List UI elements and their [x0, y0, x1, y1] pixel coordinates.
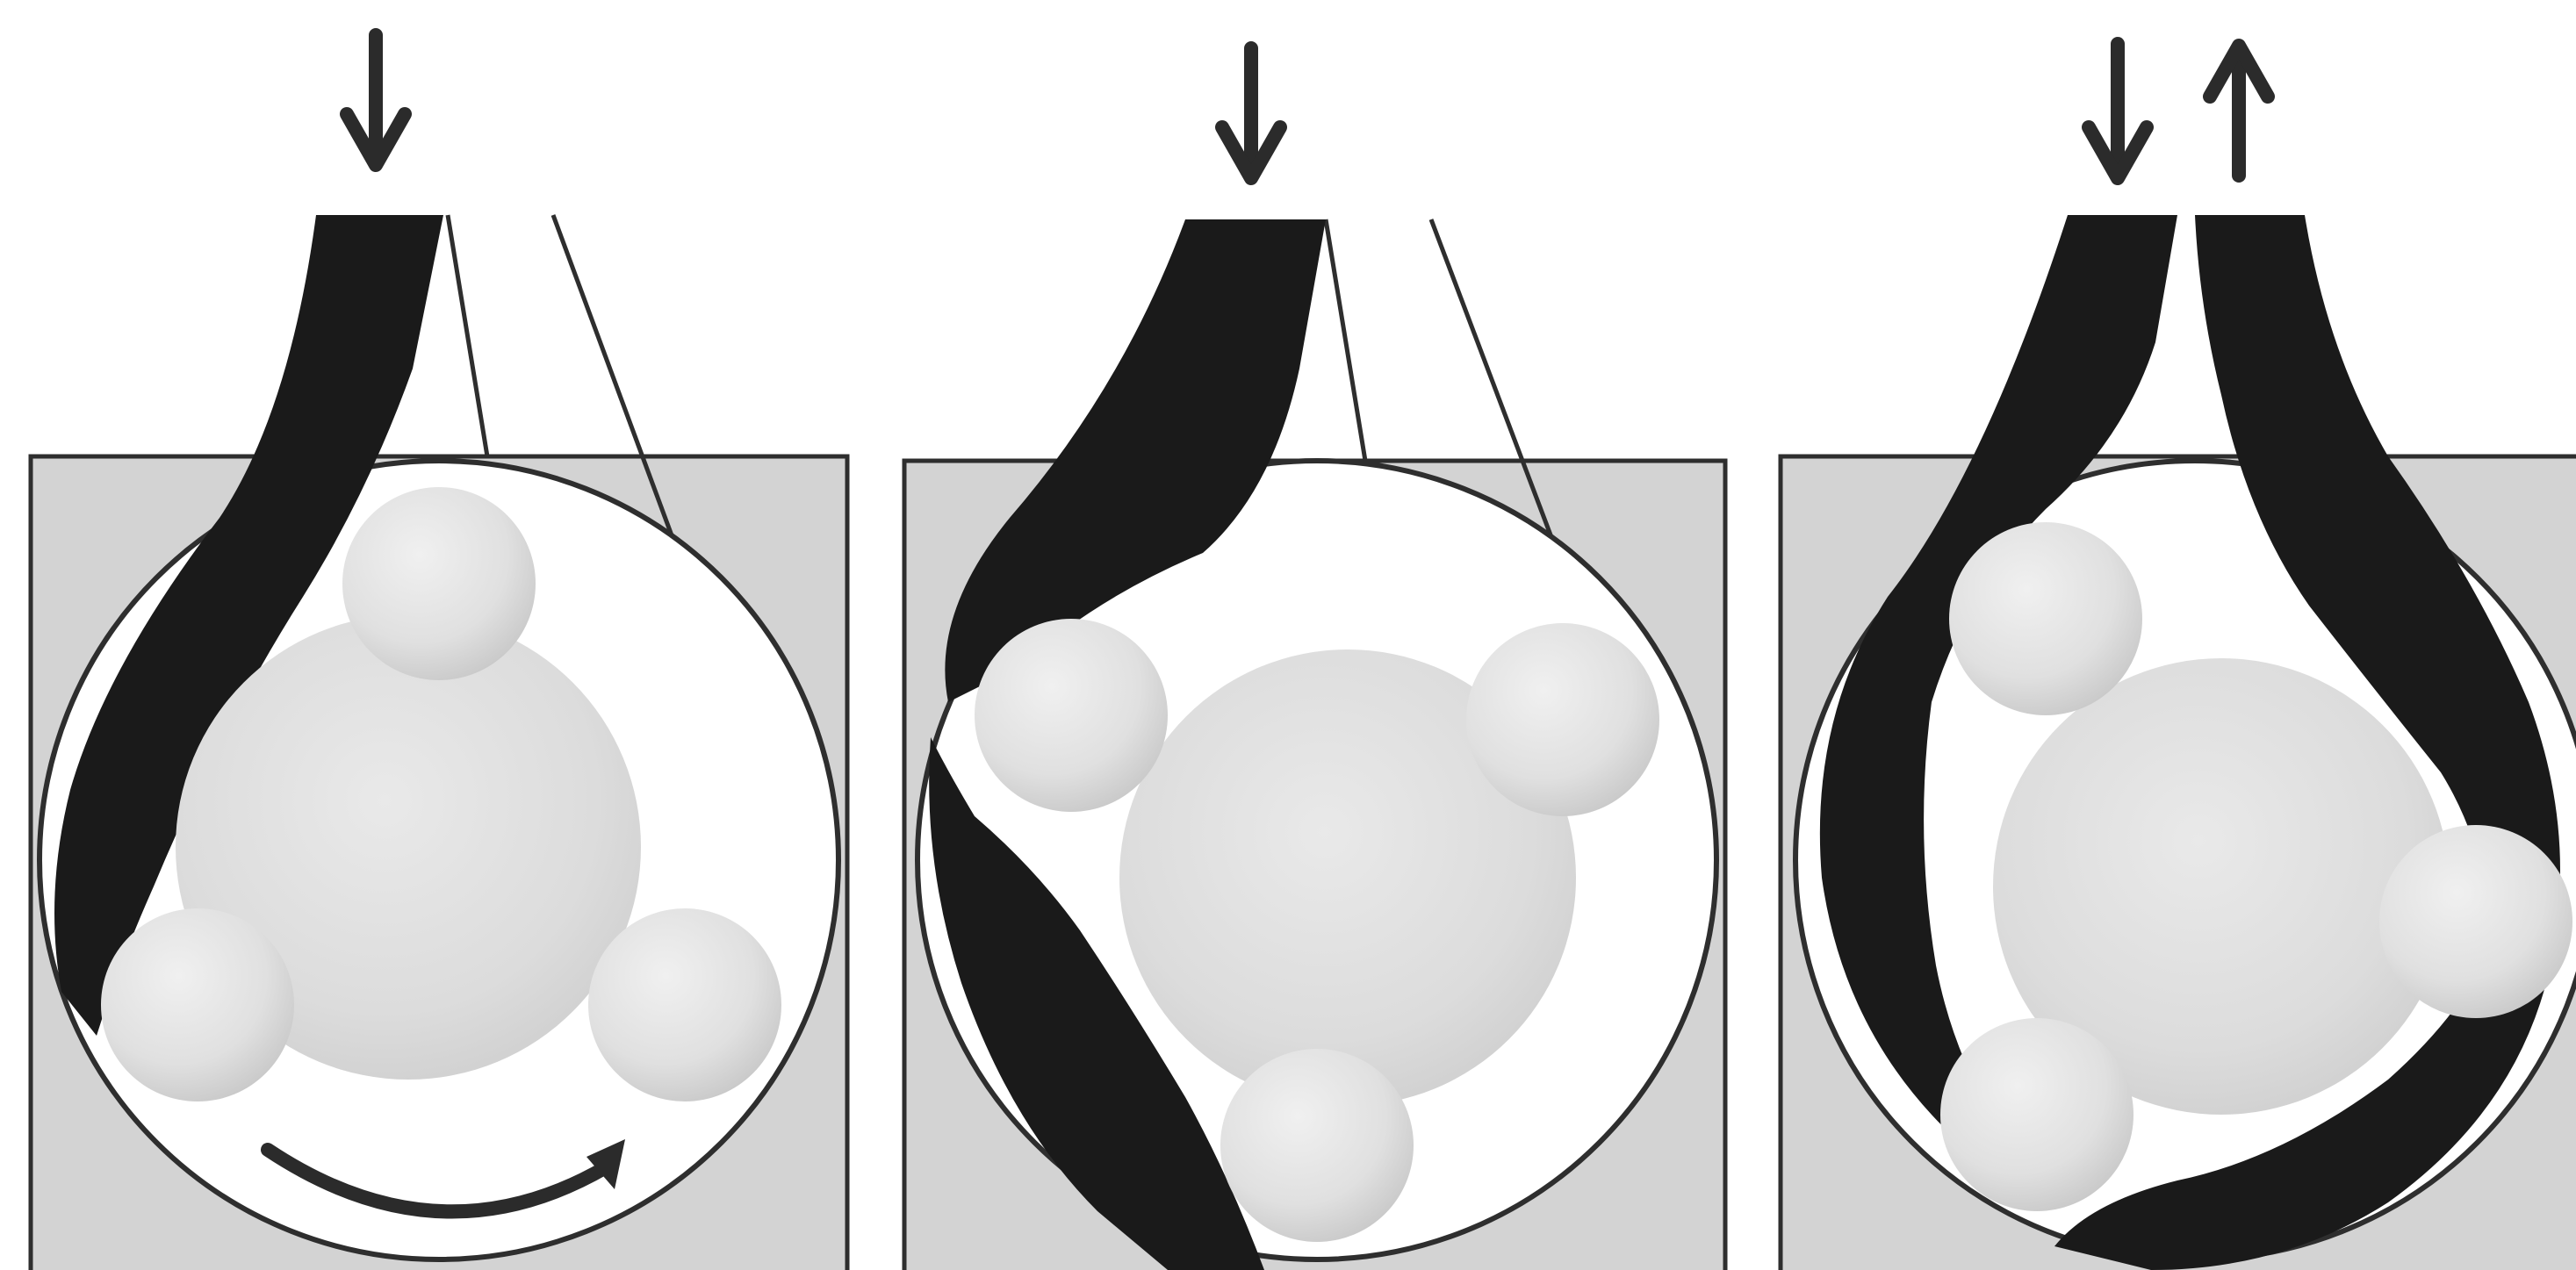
pump-roller [2379, 825, 2572, 1018]
pump-panel-3 [1781, 44, 2576, 1270]
pump-roller [588, 908, 781, 1101]
tube-guide-line [448, 215, 487, 456]
tube-guide-line [1326, 219, 1365, 461]
pump-roller [342, 487, 536, 680]
pump-roller [1940, 1018, 2133, 1211]
down-arrow-icon [347, 35, 405, 165]
pump-panel-1 [31, 35, 847, 1270]
down-arrow-icon [2089, 44, 2147, 178]
pump-roller [1220, 1049, 1414, 1242]
up-arrow-icon [2210, 46, 2268, 176]
down-arrow-icon [1222, 48, 1280, 178]
pump-panel-2 [904, 48, 1725, 1270]
pump-roller [1949, 522, 2142, 715]
pump-roller [1466, 623, 1659, 816]
pump-roller [975, 619, 1168, 812]
pump-roller [101, 908, 294, 1101]
